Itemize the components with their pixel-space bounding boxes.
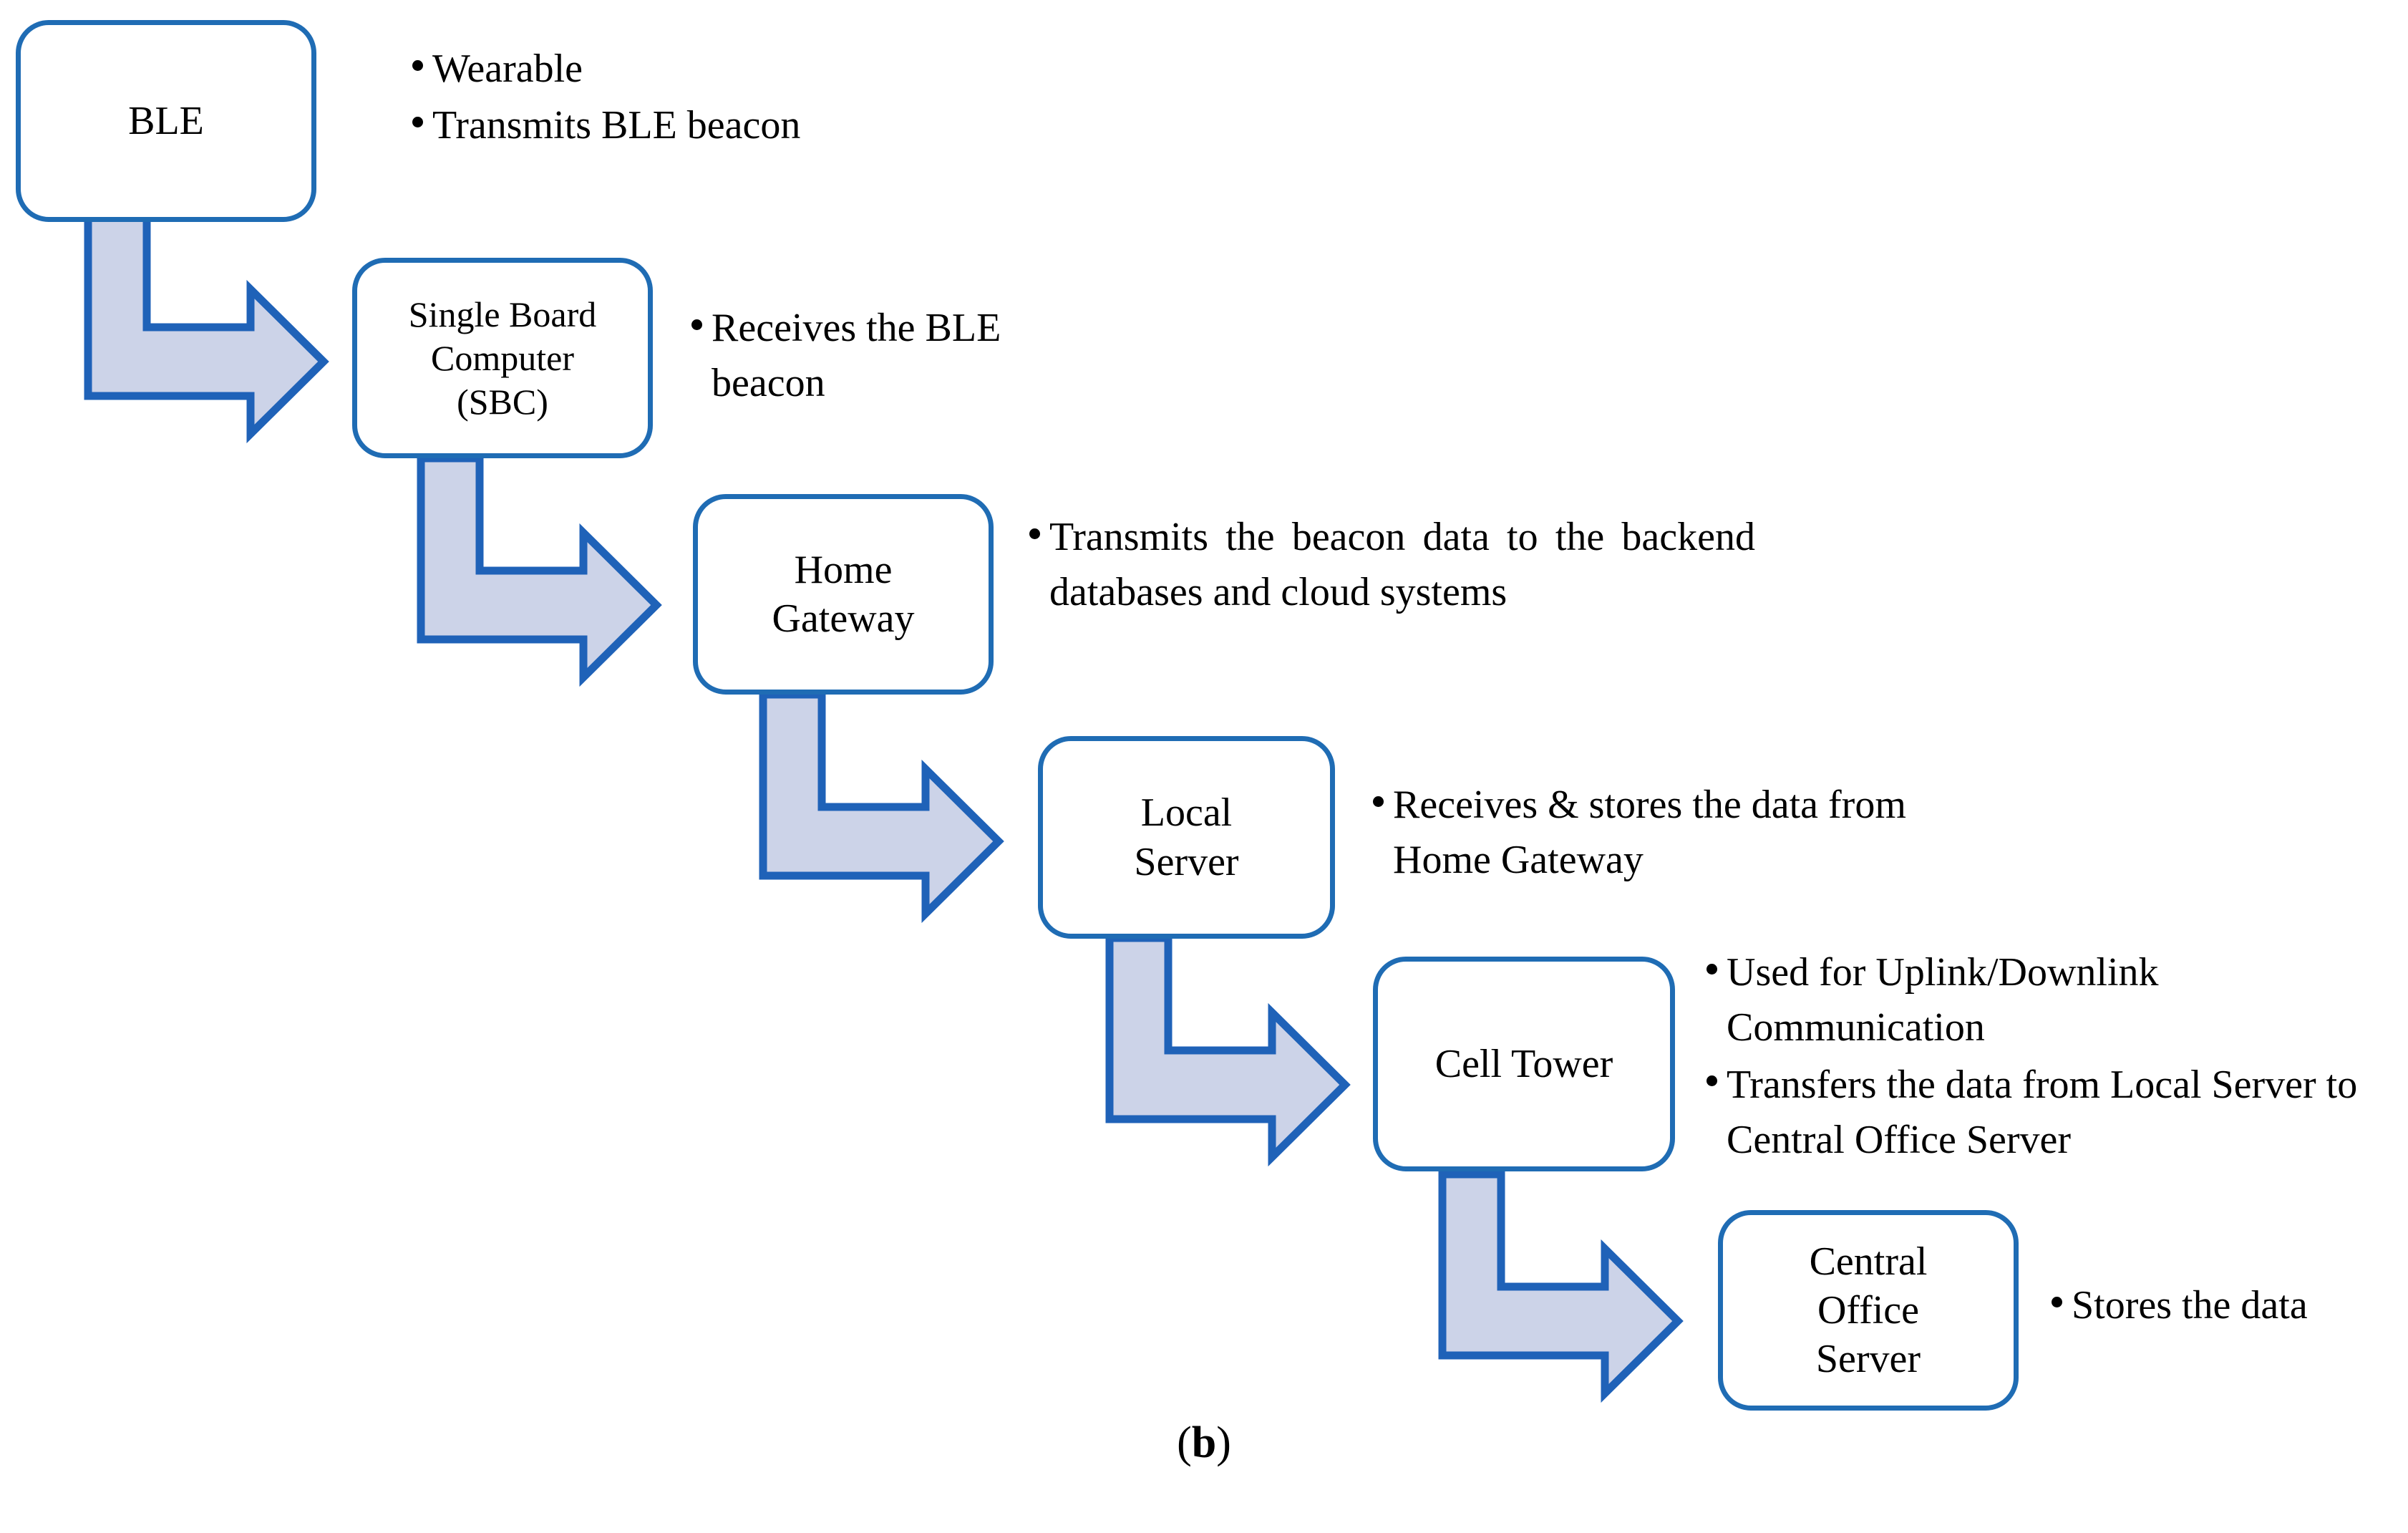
annotation-central-office-server: Stores the data: [2047, 1278, 2408, 1335]
annotation-text: Receives the BLE beacon: [712, 306, 1001, 406]
bullet-icon: [412, 117, 423, 128]
caption-open-paren: (: [1177, 1418, 1192, 1467]
list-item: Wearable: [408, 42, 1052, 97]
node-central-office-server[interactable]: Central Office Server: [1718, 1210, 2019, 1411]
bullet-icon: [1707, 963, 1717, 975]
bullet-icon: [1029, 528, 1040, 539]
connector-cell-tower-to-central-office-server: [1438, 1170, 1684, 1403]
bullet-icon: [412, 59, 423, 71]
node-home-gateway[interactable]: Home Gateway: [693, 494, 994, 695]
list-item: Stores the data: [2047, 1278, 2408, 1333]
node-cell-tower-label: Cell Tower: [1434, 1041, 1613, 1086]
figure-caption: (b): [0, 1418, 2408, 1469]
annotation-text: Used for Uplink/Downlink Communication: [1727, 950, 2159, 1050]
node-single-board-computer-label: Single Board Computer (SBC): [408, 294, 597, 422]
annotation-local-server: Receives & stores the data from Home Gat…: [1369, 778, 1999, 890]
bullet-icon: [1373, 795, 1384, 807]
bullet-icon: [2052, 1296, 2062, 1307]
annotation-text: Transmits BLE beacon: [432, 103, 801, 148]
connector-home-gateway-to-local-server: [759, 690, 1004, 924]
annotation-single-board-computer: Receives the BLE beacon: [687, 301, 1095, 413]
annotation-ble: Wearable Transmits BLE beacon: [408, 42, 1052, 155]
list-item: Receives the BLE beacon: [687, 301, 1095, 412]
node-cell-tower[interactable]: Cell Tower: [1373, 957, 1675, 1171]
annotation-cell-tower: Used for Uplink/Downlink Communication T…: [1702, 945, 2408, 1169]
list-item: Receives & stores the data from Home Gat…: [1369, 778, 1999, 889]
annotation-text: Transfers the data from Local Server to …: [1727, 1062, 2358, 1162]
caption-close-paren: ): [1216, 1418, 1231, 1467]
annotation-text: Stores the data: [2072, 1283, 2308, 1328]
annotation-home-gateway: Transmits the beacon data to the backend…: [1025, 510, 1755, 622]
node-ble[interactable]: BLE: [16, 20, 316, 222]
bullet-icon: [691, 319, 702, 330]
list-item: Transfers the data from Local Server to …: [1702, 1058, 2408, 1169]
list-item: Transmits the beacon data to the backend…: [1025, 510, 1755, 621]
list-item: Transmits BLE beacon: [408, 98, 1052, 153]
annotation-text: Transmits the beacon data to the backend…: [1049, 515, 1755, 615]
connector-local-server-to-cell-tower: [1105, 934, 1351, 1167]
node-central-office-server-label: Central Office Server: [1809, 1239, 1928, 1382]
bullet-icon: [1707, 1075, 1717, 1087]
node-local-server-label: Local Server: [1134, 790, 1239, 884]
annotation-text: Wearable: [432, 47, 583, 91]
connector-sbc-to-home-gateway: [417, 454, 662, 687]
annotation-text: Receives & stores the data from Home Gat…: [1393, 783, 1906, 883]
node-home-gateway-label: Home Gateway: [772, 547, 915, 641]
connector-ble-to-sbc: [84, 211, 329, 444]
caption-letter: b: [1191, 1418, 1217, 1467]
node-ble-label: BLE: [128, 98, 204, 143]
node-single-board-computer[interactable]: Single Board Computer (SBC): [352, 258, 653, 458]
list-item: Used for Uplink/Downlink Communication: [1702, 945, 2408, 1056]
node-local-server[interactable]: Local Server: [1038, 736, 1335, 939]
